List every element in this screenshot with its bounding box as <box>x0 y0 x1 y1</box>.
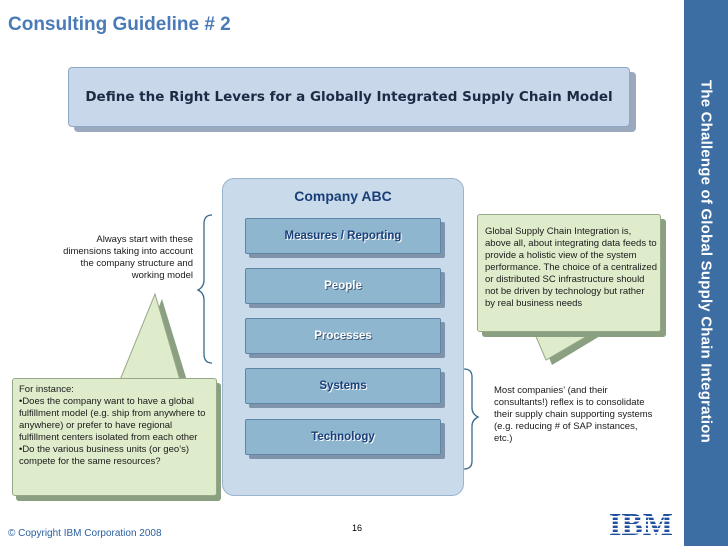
left-bracket <box>196 214 213 364</box>
left-note: Always start with these dimensions takin… <box>63 234 193 281</box>
callout-left <box>12 378 217 496</box>
callout-left-line: •Does the company want to have a global … <box>19 396 206 443</box>
callout-left-line: •Do the various business units (or geo’s… <box>19 444 190 467</box>
ibm-logo: IBM <box>604 508 678 538</box>
lever-systems: Systems <box>245 368 441 404</box>
slide-title: Consulting Guideline # 2 <box>8 14 231 35</box>
vertical-title: The Challenge of Global Supply Chain Int… <box>697 79 715 443</box>
vertical-title-wrap: The Challenge of Global Supply Chain Int… <box>684 0 728 546</box>
callout-left-line: For instance: <box>19 384 74 395</box>
banner-text: Define the Right Levers for a Globally I… <box>85 89 613 105</box>
banner: Define the Right Levers for a Globally I… <box>68 67 630 127</box>
right-note: Most companies’ (and their consultants!)… <box>494 385 653 444</box>
callout-right <box>477 214 661 332</box>
right-title-band <box>684 0 728 546</box>
callout-right-text: Global Supply Chain Integration is, abov… <box>485 226 657 309</box>
lever-processes: Processes <box>245 318 441 354</box>
lever-measures-reporting: Measures / Reporting <box>245 218 441 254</box>
page-number: 16 <box>352 523 363 533</box>
copyright-footer: © Copyright IBM Corporation 2008 <box>8 528 162 539</box>
lever-people: People <box>245 268 441 304</box>
lever-technology: Technology <box>245 419 441 455</box>
company-title: Company ABC <box>294 188 392 204</box>
callout-left-text: For instance: •Does the company want to … <box>19 384 212 468</box>
right-bracket <box>463 368 480 470</box>
